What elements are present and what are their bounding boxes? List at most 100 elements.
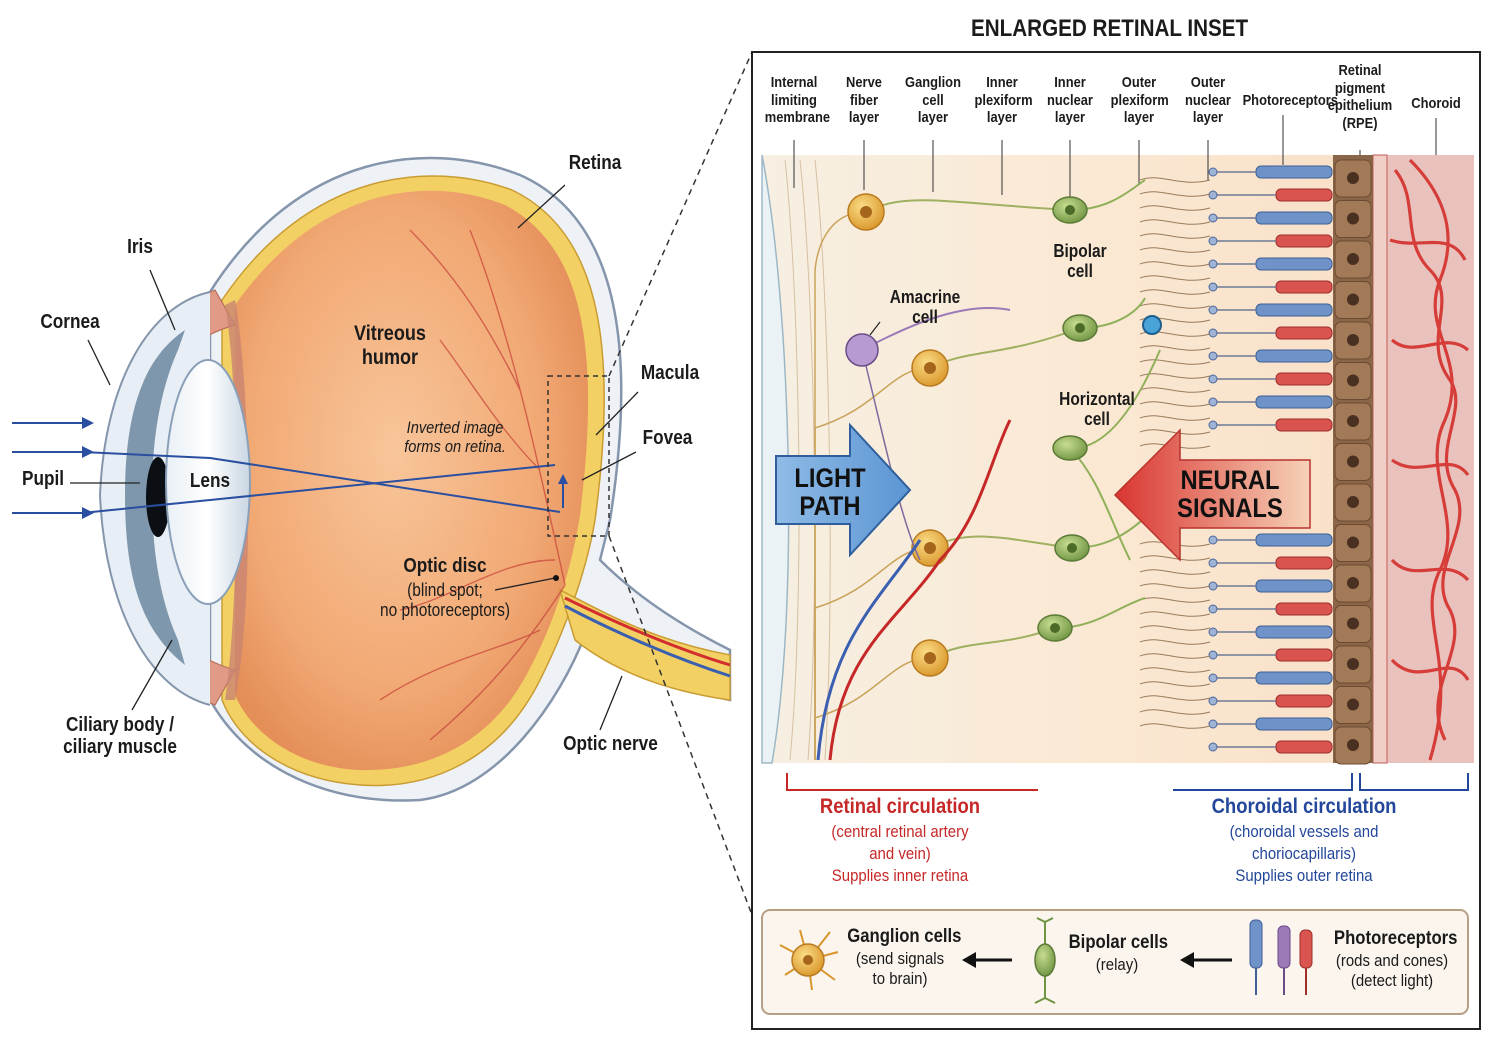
retinal-vein: [816, 539, 922, 761]
inverted-image-note: Inverted image forms on retina.: [404, 418, 506, 457]
neural-signals-arrow: [1113, 428, 1311, 562]
photoreceptor-terminal: [1208, 604, 1218, 614]
bipolar-nucleus: [1065, 205, 1075, 215]
synapse-fiber: [1139, 429, 1211, 435]
photoreceptor-terminal: [1208, 558, 1218, 568]
legend-photoreceptors-desc: (rods and cones) (detect light): [1335, 950, 1449, 991]
rod: [1255, 579, 1333, 593]
horizontal-cell: [1052, 435, 1088, 461]
synapse-fiber: [1139, 723, 1211, 729]
cone: [1275, 648, 1333, 662]
synapse-fiber: [1139, 583, 1211, 589]
synapse-fiber: [1139, 219, 1211, 225]
ganglion-nucleus: [860, 206, 872, 218]
rod: [1255, 303, 1333, 317]
legend-ganglion-desc: (send signals to brain): [855, 948, 945, 989]
photoreceptor-terminal: [1208, 259, 1218, 269]
rpe-nucleus: [1347, 496, 1359, 508]
legend-arrow-1: [962, 952, 1012, 968]
layer-choroid: Choroid: [1411, 95, 1461, 112]
synapse-fiber: [1139, 191, 1211, 197]
legend-ganglion: Ganglion cells (send signals to brain): [847, 926, 961, 990]
legend-arrow-2: [1180, 952, 1232, 968]
synapse-fiber: [1139, 695, 1211, 701]
photoreceptor-terminal: [1208, 282, 1218, 292]
ciliary-body-label: Ciliary body / ciliary muscle: [63, 714, 177, 759]
rod: [1255, 671, 1333, 685]
retina-label: Retina: [568, 152, 622, 174]
rod: [1255, 165, 1333, 179]
legend-bipolar-title: Bipolar cells: [1068, 932, 1169, 953]
amacrine-leader: [869, 321, 881, 336]
optic-nerve-label: Optic nerve: [563, 733, 658, 755]
synapse-fiber: [1139, 289, 1211, 295]
macula-label: Macula: [640, 362, 700, 384]
ganglion-nucleus: [924, 652, 936, 664]
photoreceptor-terminal: [1208, 397, 1218, 407]
cone: [1275, 418, 1333, 432]
rod: [1255, 395, 1333, 409]
cone: [1275, 556, 1333, 570]
photoreceptor-terminal: [1208, 581, 1218, 591]
amacrine-cell: [845, 333, 879, 367]
photoreceptor-terminal: [1208, 696, 1218, 706]
legend-photoreceptor-icons: [1249, 919, 1313, 995]
rpe-nucleus: [1347, 698, 1359, 711]
cornea-label: Cornea: [40, 311, 100, 333]
layer-ilm: Internal limiting membrane: [764, 74, 831, 127]
legend-bipolar: Bipolar cells (relay): [1068, 932, 1169, 975]
rod: [1255, 625, 1333, 639]
cone: [1275, 188, 1333, 202]
retinal-circulation-desc: (central retinal artery and vein) Suppli…: [831, 822, 969, 886]
cone: [1275, 602, 1333, 616]
pupil-label: Pupil: [21, 468, 65, 490]
synapse-fiber: [1139, 667, 1211, 673]
layer-ganglion: Ganglion cell layer: [905, 74, 961, 127]
layer-nerve-fiber: Nerve fiber layer: [846, 74, 882, 127]
retinal-circulation-title: Retinal circulation: [819, 795, 981, 818]
layer-inner-nuclear: Inner nuclear layer: [1047, 74, 1093, 127]
synapse-fiber: [1139, 233, 1211, 239]
photoreceptor-terminal: [1208, 650, 1218, 660]
inset-title: ENLARGED RETINAL INSET: [971, 15, 1249, 42]
choroidal-circulation-desc: (choroidal vessels and choriocapillaris)…: [1229, 822, 1379, 886]
synapse-fiber: [1139, 681, 1211, 687]
layer-outer-nuclear: Outer nuclear layer: [1185, 74, 1231, 127]
bipolar-cell-label: Bipolar cell: [1053, 241, 1107, 282]
vitreous-label: Vitreous humor: [354, 322, 426, 369]
photoreceptor-terminal: [1208, 742, 1218, 752]
synapse-fiber: [1139, 373, 1211, 379]
ganglion-nucleus: [924, 362, 936, 374]
rpe-nucleus: [1347, 415, 1359, 427]
bipolar-terminal-highlight: [1142, 315, 1162, 335]
photoreceptor-terminal: [1208, 627, 1218, 637]
cone: [1275, 280, 1333, 294]
ganglion-nucleus: [924, 542, 936, 554]
synapse-fiber: [1139, 345, 1211, 351]
synapse-fiber: [1139, 303, 1211, 309]
optic-disc-note: (blind spot; no photoreceptors): [380, 580, 510, 621]
rod: [1255, 717, 1333, 731]
rpe-nucleus: [1347, 253, 1359, 265]
rpe-nucleus: [1347, 212, 1359, 225]
synapse-fiber: [1139, 569, 1211, 575]
photoreceptor-terminal: [1208, 673, 1218, 683]
rpe-nucleus: [1347, 577, 1359, 589]
choroidal-circulation-title: Choroidal circulation: [1211, 795, 1397, 818]
light-path-label: LIGHT PATH: [794, 463, 866, 522]
neural-signals-label: NEURAL SIGNALS: [1177, 465, 1283, 524]
light-path-arrow: [775, 422, 912, 558]
photoreceptor-terminal: [1208, 535, 1218, 545]
rod: [1255, 257, 1333, 271]
optic-disc-label: Optic disc: [403, 555, 487, 577]
synapse-fiber: [1139, 597, 1211, 603]
synapse-fiber: [1139, 387, 1211, 393]
photoreceptor-terminal: [1208, 420, 1218, 430]
synapse-fiber: [1139, 261, 1211, 267]
cone: [1275, 372, 1333, 386]
photoreceptor-terminal: [1208, 305, 1218, 315]
rpe-nucleus: [1347, 658, 1359, 670]
layer-rpe: Retinal pigment epithelium (RPE): [1327, 62, 1393, 132]
synapse-fiber: [1139, 247, 1211, 253]
